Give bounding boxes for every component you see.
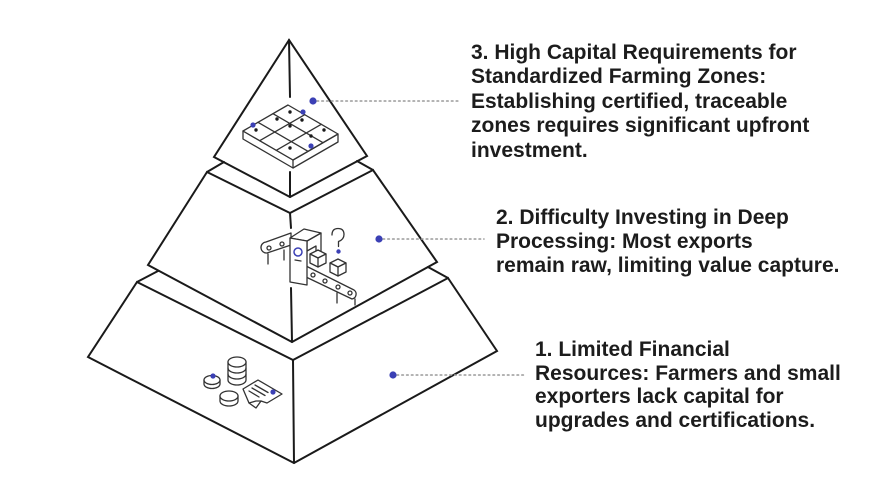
machine-front [289,237,308,286]
callout-line: Resources: Farmers and small [535,361,841,385]
leader-tier-2 [375,235,485,243]
callout-line: 3. High Capital Requirements for [471,41,797,64]
question-mark-hook [331,227,345,248]
plant-dot [300,118,304,122]
plant-dot [309,134,313,138]
roller [322,278,328,284]
belt-legs [267,249,285,265]
product-box [329,258,347,277]
tier-2-ridge [289,212,293,343]
grid-lines [257,113,324,152]
machine-label [294,259,302,262]
tier-3-ridge [288,39,291,198]
callout-line: remain raw, limiting value capture. [496,254,840,277]
belt-legs [336,292,356,306]
tier-1-lip [136,266,449,283]
conveyor-machine-icon [260,227,357,306]
callout-line: 2. Difficulty Investing in Deep [496,206,789,229]
plant-dot [288,124,292,128]
callout-line: 1. Limited Financial [535,338,730,361]
tier-1-ridge [292,359,295,464]
pyramid-tier-3 [212,38,369,199]
right-conveyor-belt [305,265,357,306]
product-box [309,249,327,268]
callout-tier-2: 2. Difficulty Investing in Deep Processi… [496,206,840,278]
accent-dot [308,143,314,149]
belt-body [260,232,292,254]
plant-dot [288,146,292,150]
callout-line: zones requires significant upfront [471,114,810,138]
plant-dot [254,128,258,132]
leader-tier-3 [309,97,461,105]
pyramid-tier-1 [86,266,499,465]
accent-dot [250,122,256,128]
coin-face [219,390,239,402]
stack-rings [227,367,247,380]
plant-dot [322,128,326,132]
accent-dot [270,389,276,395]
document-fold [248,400,262,404]
callout-tier-3: 3. High Capital Requirements for Standar… [471,41,809,163]
callout-line: Standardized Farming Zones: [471,65,767,89]
callout-line: Establishing certified, traceable [471,89,788,113]
coin-single [203,373,221,390]
belt-body [305,265,357,300]
document-text-lines [248,384,269,398]
callout-tier-1: 1. Limited Financial Resources: Farmers … [535,338,841,432]
roller [310,272,316,278]
stack-top [227,356,247,368]
marker-dot [309,97,317,105]
question-mark-dot [336,249,341,254]
accent-dot [210,373,216,379]
grid-plant-dots [250,109,326,150]
pyramid-tier-2 [146,160,439,344]
coin-stack [227,356,247,386]
callout-line: exporters lack capital for [535,385,784,409]
plant-dot [275,117,279,121]
marker-dot [389,371,397,379]
accent-dot [300,109,306,115]
coins-document-icon [203,356,283,409]
leader-tier-1 [389,371,525,379]
document-icon [242,379,283,409]
callout-line: upgrades and certifications. [535,408,816,432]
tier-2-lip [206,160,374,173]
question-mark-icon [331,227,345,254]
left-conveyor-belt [260,232,292,265]
marker-dot [375,235,383,243]
callout-line: investment. [471,138,588,162]
roller [347,290,353,296]
roller [266,245,272,251]
roller [279,241,285,247]
plant-dot [288,110,292,114]
machine-gauge [293,247,303,257]
coin-single [219,390,239,407]
callout-line: Processing: Most exports [496,230,753,253]
farm-grid-icon [242,104,339,169]
roller [335,284,341,290]
